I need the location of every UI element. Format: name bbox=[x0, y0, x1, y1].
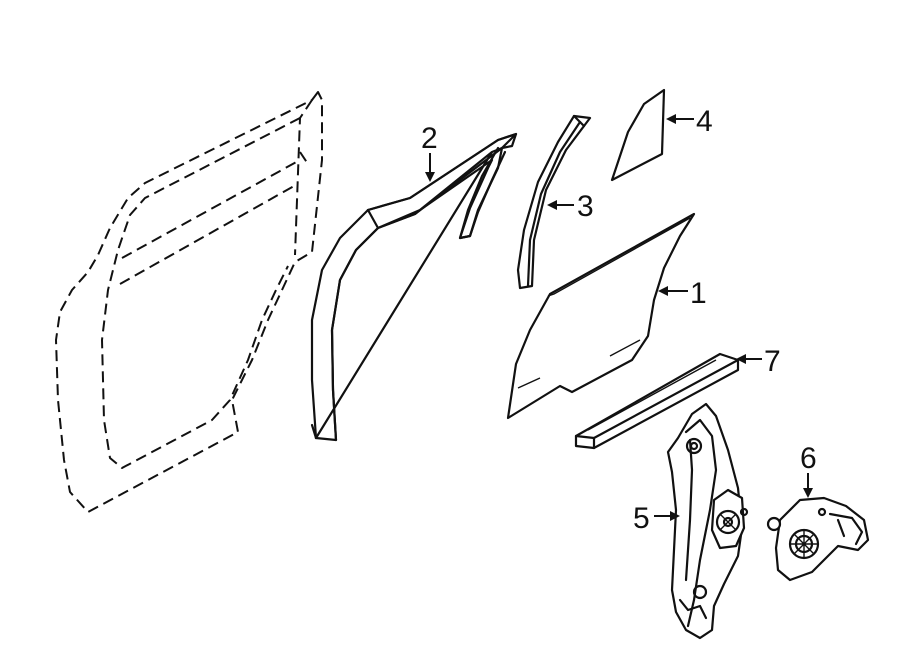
callout-4: 4 bbox=[696, 105, 713, 138]
part-7-belt-weatherstrip bbox=[574, 352, 740, 450]
part-6-regulator-motor bbox=[766, 496, 870, 582]
part-4-quarter-glass bbox=[610, 88, 666, 182]
callout-1: 1 bbox=[690, 277, 707, 310]
callout-2: 2 bbox=[421, 122, 438, 155]
door-shell-outline bbox=[55, 91, 323, 513]
callout-leaders bbox=[425, 114, 813, 521]
callout-6: 6 bbox=[800, 442, 817, 475]
part-1-door-glass bbox=[506, 212, 696, 420]
callout-3: 3 bbox=[577, 190, 594, 223]
part-2-frame-channel bbox=[310, 132, 518, 442]
part-5-window-regulator bbox=[666, 402, 749, 640]
part-3-run-channel bbox=[516, 114, 592, 290]
callout-5: 5 bbox=[633, 502, 650, 535]
callout-7: 7 bbox=[764, 345, 781, 378]
